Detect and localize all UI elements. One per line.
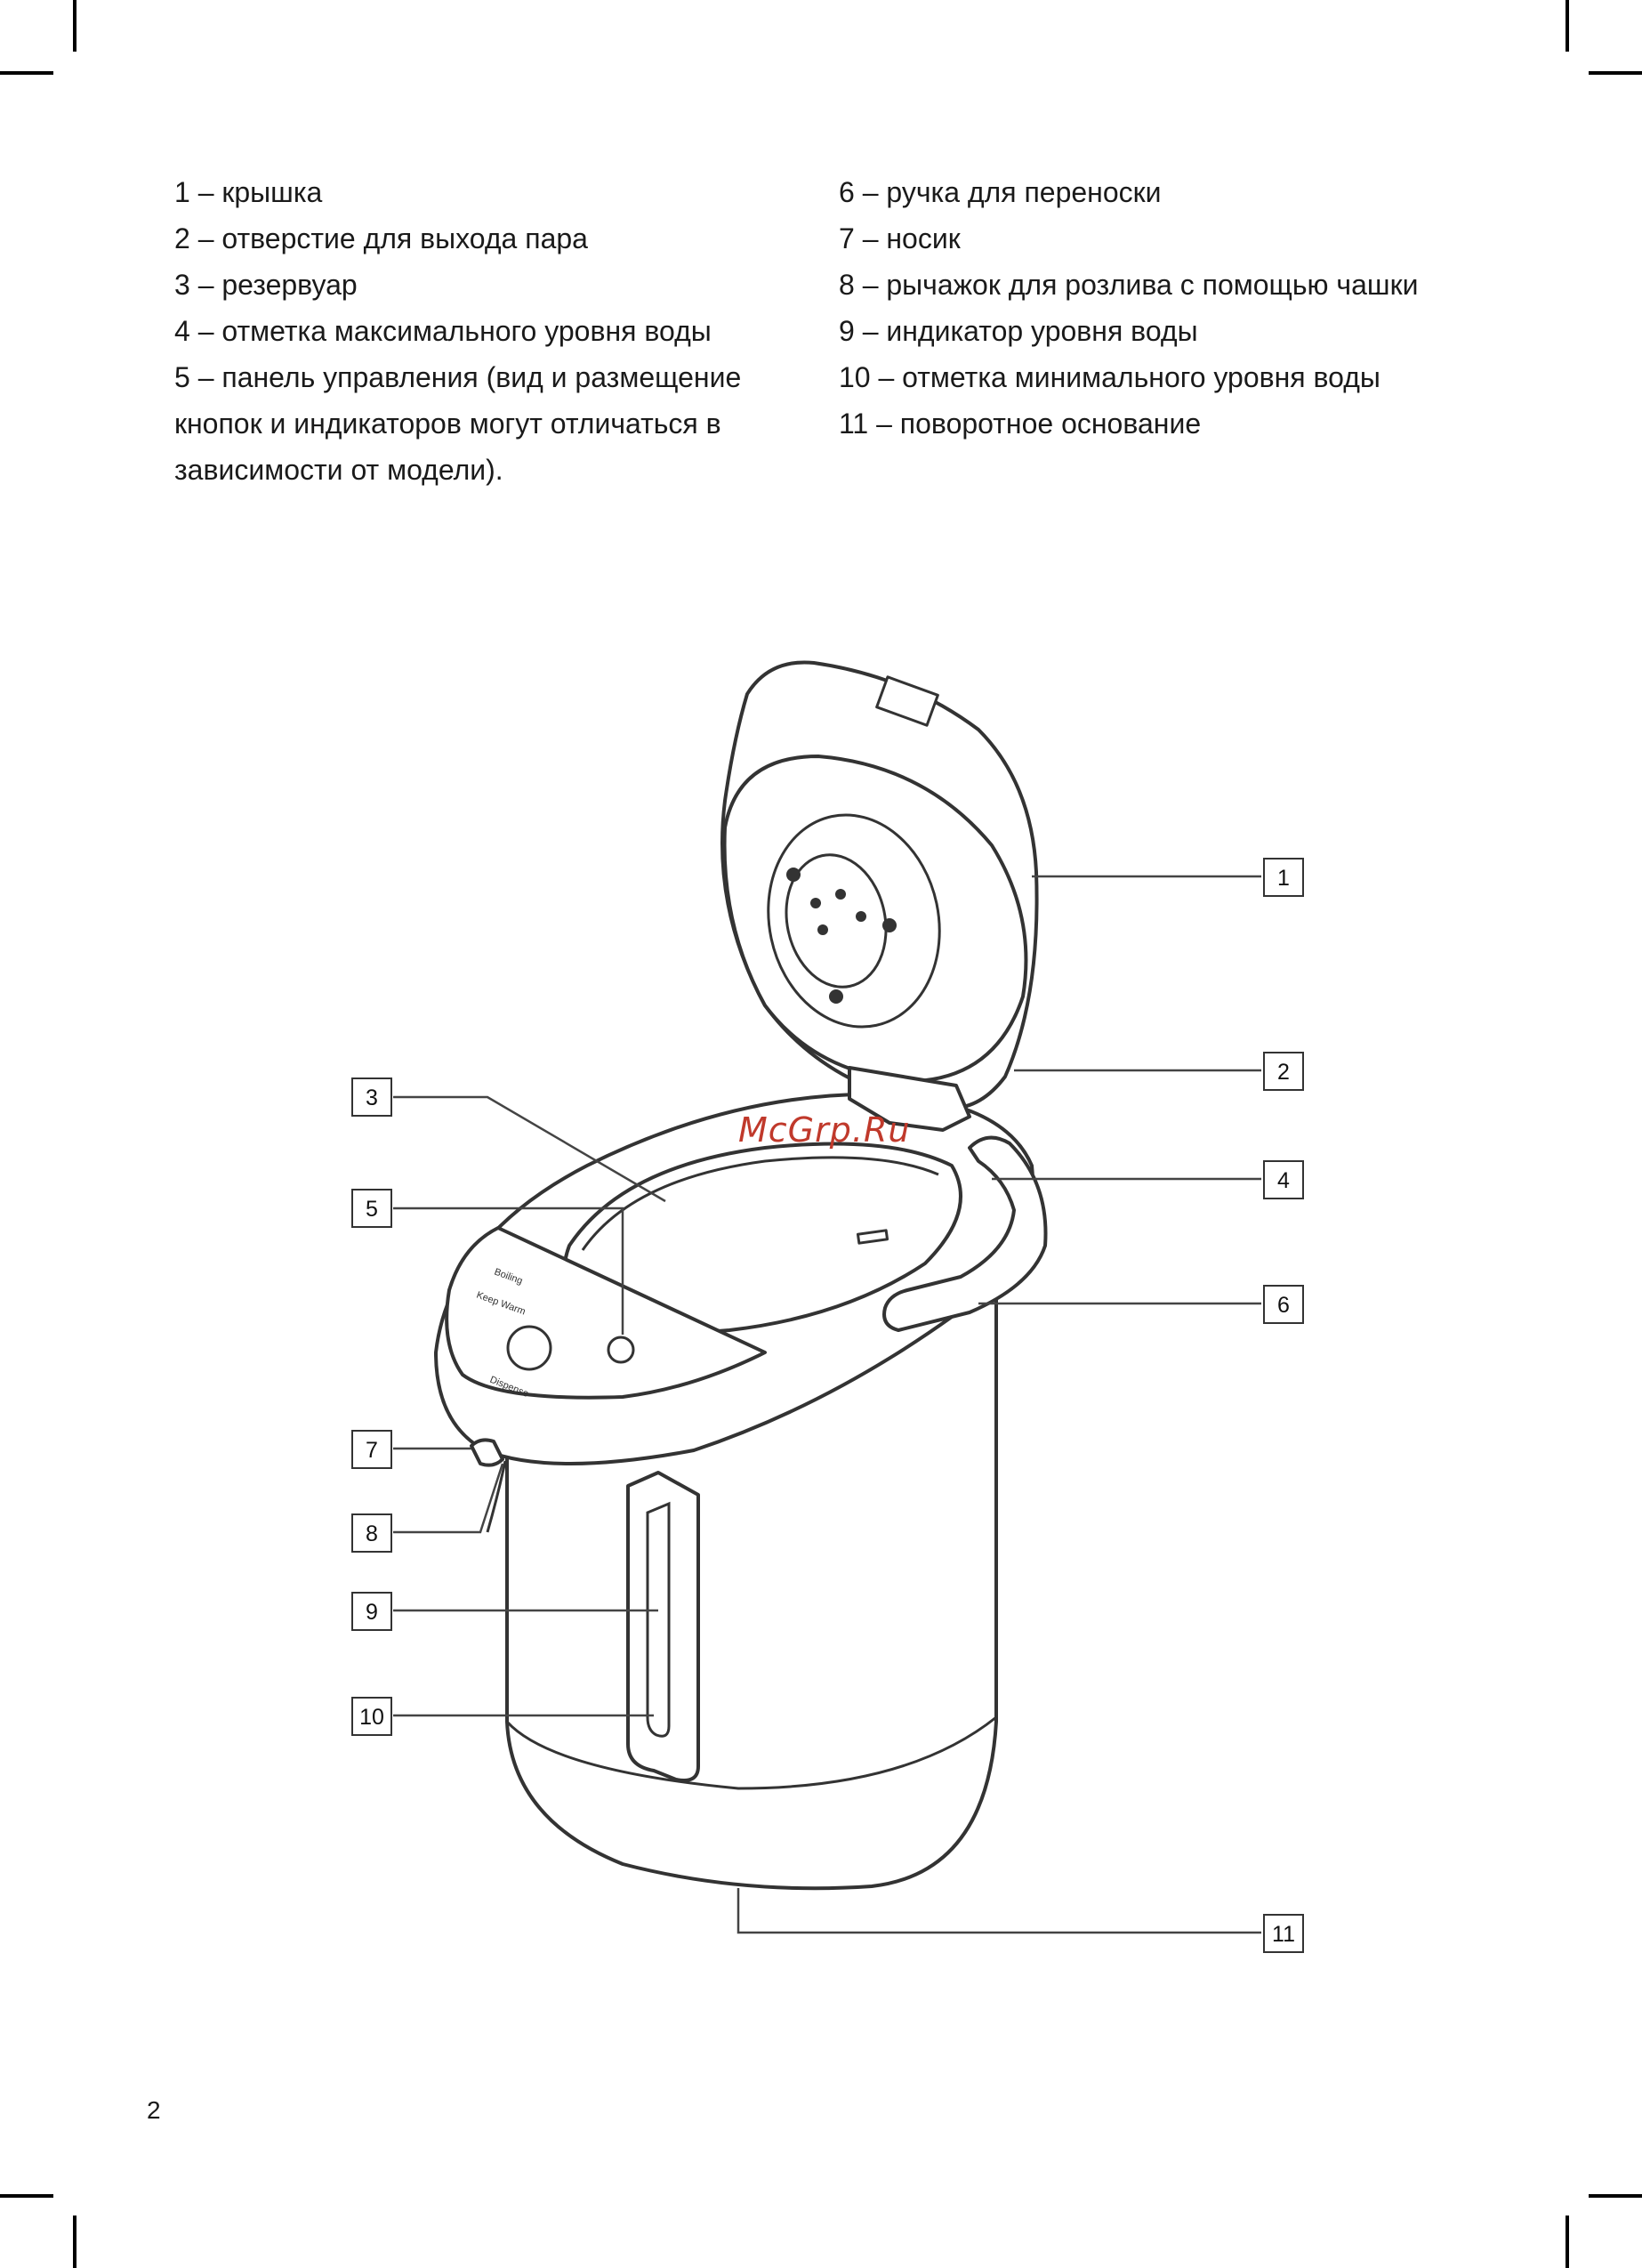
callout-9: 9	[351, 1592, 392, 1631]
lid-latch	[875, 675, 939, 727]
lid-screw	[786, 868, 801, 882]
lid-screw	[829, 989, 843, 1004]
lid-screw	[882, 918, 897, 932]
crop-mark	[0, 71, 53, 75]
thermopot-diagram: Boiling Keep Warm Dispense 1 2 3 4	[351, 660, 1304, 1953]
callout-2: 2	[1263, 1052, 1304, 1091]
crop-mark	[1566, 2216, 1569, 2268]
part-item: 11 – поворотное основание	[839, 408, 1202, 440]
callout-label: 7	[366, 1438, 378, 1463]
unlock-button	[607, 1336, 635, 1364]
part-item: 1 – крышка	[174, 176, 323, 208]
crop-mark	[73, 2216, 76, 2268]
part-item: 7 – носик	[839, 222, 961, 254]
lid-hinge	[848, 1066, 971, 1132]
callout-label: 11	[1272, 1922, 1295, 1947]
callout-6: 6	[1263, 1285, 1304, 1324]
part-item: 8 – рычажок для розлива с помощью чашки	[839, 269, 1419, 301]
lid-inner-ring	[767, 813, 941, 1029]
callout-3: 3	[351, 1078, 392, 1117]
crop-mark	[73, 0, 76, 52]
callout-leader-8	[393, 1463, 504, 1534]
part-item: 2 – отверстие для выхода пара	[174, 222, 588, 254]
part-item: 6 – ручка для переноски	[839, 176, 1162, 208]
callout-10: 10	[351, 1697, 392, 1736]
crop-mark	[0, 2194, 53, 2198]
steam-hole	[817, 924, 828, 935]
water-level-tube	[646, 1501, 671, 1738]
dispense-button	[506, 1325, 552, 1371]
callout-leader-5	[393, 1207, 624, 1335]
callout-label: 2	[1277, 1060, 1290, 1085]
part-item: 4 – отметка максимального уровня воды	[174, 315, 712, 347]
callout-label: 4	[1277, 1168, 1290, 1193]
callout-7: 7	[351, 1430, 392, 1469]
max-level-mark	[856, 1229, 889, 1245]
lid-inner-plate	[722, 755, 1028, 1083]
part-item: 10 – отметка минимального уровня воды	[839, 361, 1380, 393]
callout-leader-11	[736, 1888, 1261, 1934]
crop-mark	[1589, 71, 1642, 75]
callout-11: 11	[1263, 1914, 1304, 1953]
steam-hole	[835, 889, 846, 900]
crop-mark	[1566, 0, 1569, 52]
callout-label: 9	[366, 1600, 378, 1625]
pot-body-seam	[505, 1715, 997, 1790]
callout-1: 1	[1263, 858, 1304, 897]
callout-5: 5	[351, 1189, 392, 1228]
callout-leader-3	[393, 1095, 666, 1203]
parts-list-left-column: 1 – крышка 2 – отверстие для выхода пара…	[174, 169, 797, 493]
part-item: 9 – индикатор уровня воды	[839, 315, 1198, 347]
steam-hole	[810, 898, 821, 908]
callout-label: 10	[359, 1705, 384, 1730]
water-level-window	[626, 1471, 700, 1782]
watermark: McGrp.Ru	[738, 1110, 911, 1150]
steam-vent-cap	[785, 853, 888, 989]
callout-8: 8	[351, 1513, 392, 1553]
part-item: 5 – панель управления (вид и размещение …	[174, 361, 742, 486]
reservoir-rim	[581, 1156, 939, 1251]
callout-4: 4	[1263, 1160, 1304, 1199]
callout-label: 3	[366, 1086, 378, 1110]
steam-hole	[856, 911, 866, 922]
callout-label: 1	[1277, 866, 1290, 891]
callout-label: 5	[366, 1197, 378, 1222]
callout-label: 6	[1277, 1293, 1290, 1318]
parts-list-right-column: 6 – ручка для переноски 7 – носик 8 – ры…	[839, 169, 1515, 447]
carry-handle	[882, 1135, 1048, 1332]
callout-label: 8	[366, 1521, 378, 1546]
part-item: 3 – резервуар	[174, 269, 358, 301]
crop-mark	[1589, 2194, 1642, 2198]
spout	[470, 1438, 504, 1467]
cup-lever	[486, 1460, 507, 1533]
page-number: 2	[147, 2096, 161, 2124]
